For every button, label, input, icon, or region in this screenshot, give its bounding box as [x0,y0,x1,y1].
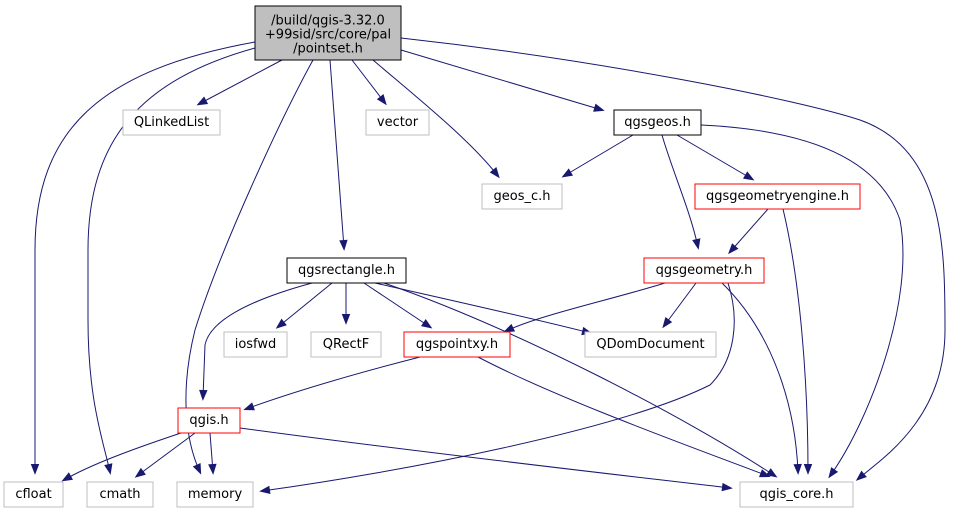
arrowhead-root-to-vector [376,94,387,106]
arrowhead-qgsrectangle-to-iosfwd [275,318,287,329]
node-root-label-line-1: /build/qgis-3.32.0 [271,14,385,29]
edge-root-to-qgsrectangle [329,59,345,249]
arrowhead-qgsgeometry-to-qdomdocument [662,317,673,329]
node-qgsrectangle-label: qgsrectangle.h [298,263,395,278]
edge-qgsrectangle-to-qgis [202,282,313,399]
edge-qgsgeos-to-geos_c [563,134,634,177]
node-qgis-label: qgis.h [189,413,228,428]
node-qgis-core[interactable]: qgis_core.h [739,481,854,508]
edge-qgsgeos-to-qgis_core [700,124,904,477]
arrowhead-qgsgeometry-to-qgis_core [793,463,802,475]
edge-qgsgeometry-to-memory [261,282,735,492]
arrowhead-qgsgeos-to-qgsgeometry [692,238,701,250]
arrowhead-qgspointxy-to-qgis [243,402,255,411]
edge-qgsgeos-to-qgsgeometryengine [676,134,753,180]
node-qgsgeos[interactable]: qgsgeos.h [613,109,702,136]
node-qgsgeometryengine-label: qgsgeometryengine.h [706,189,849,204]
edge-qgsrectangle-to-qdomdocument [374,282,591,334]
node-qgsgeometry-label: qgsgeometry.h [656,263,753,278]
node-qgspointxy[interactable]: qgspointxy.h [403,331,511,358]
node-cmath[interactable]: cmath [86,481,154,508]
arrowhead-root-to-geos_c [489,167,500,179]
node-cfloat[interactable]: cfloat [3,481,64,508]
node-root-label-line-2: +99sid/src/core/pal [265,28,391,43]
node-root-label-line-3: /pointset.h [293,42,363,57]
node-qdomdocument-label: QDomDocument [596,337,704,352]
edge-root-to-cmath [87,47,256,473]
arrowhead-qgis-to-qgis_core [721,482,733,492]
edge-qgsrectangle-to-qgspointxy [363,282,431,328]
node-iosfwd-label: iosfwd [235,337,277,352]
arrowhead-root-to-qgsgeos [593,103,605,112]
edge-root-to-cfloat [34,41,256,472]
arrowhead-root-to-cmath [104,463,113,475]
node-qgis[interactable]: qgis.h [177,407,241,434]
node-memory[interactable]: memory [176,481,254,508]
node-qgsgeos-label: qgsgeos.h [624,115,691,130]
edge-qgsrectangle-to-iosfwd [277,282,333,328]
edge-root-to-vector [351,59,386,104]
arrowhead-qgsgeometry-to-memory [259,485,271,495]
node-qrectf-label: QRectF [323,337,369,352]
node-root-pointset[interactable]: /build/qgis-3.32.0 +99sid/src/core/pal /… [254,5,402,61]
node-qlinkedlist-label: QLinkedList [134,115,209,130]
node-root-box [254,5,402,61]
edge-root-to-geos_c [372,59,499,177]
arrowhead-root-to-qgsrectangle [339,239,348,251]
arrowhead-qgis-to-cfloat [61,472,73,482]
arrowhead-qgsgeometry-to-qgspointxy [503,323,516,333]
node-vector-label: vector [377,115,419,130]
node-qgsrectangle[interactable]: qgsrectangle.h [286,257,407,284]
edge-qgsgeometry-to-qgspointxy [505,282,666,332]
arrowhead-qgspointxy-to-qgis_core [758,469,771,478]
arrowhead-qgsrectangle-to-qgis_core [765,468,778,478]
node-memory-label: memory [188,487,243,502]
edge-root-to-qgis_core [400,37,946,480]
arrowhead-qgsgeos-to-qgis_core [828,467,839,479]
node-cmath-label: cmath [99,487,140,502]
arrowhead-root-to-qlinkedlist [196,96,209,106]
edge-root-to-qlinkedlist [198,59,283,105]
edge-qgis-to-cmath [136,432,196,477]
node-qdomdocument[interactable]: QDomDocument [584,331,717,358]
node-qgspointxy-label: qgspointxy.h [416,337,498,352]
node-qgsgeometryengine[interactable]: qgsgeometryengine.h [694,183,861,210]
node-qgis-core-label: qgis_core.h [760,487,834,502]
edge-qgsgeometryengine-to-qgis_core [782,208,809,473]
edge-root-to-qgsgeos [400,49,603,111]
edge-qgis-to-qgis_core [239,427,731,489]
edge-qgspointxy-to-qgis_core [477,356,769,477]
arrowhead-qgsrectangle-to-qgspointxy [420,319,433,329]
edge-qgsrectangle-to-qgis_core [383,282,776,477]
node-iosfwd[interactable]: iosfwd [223,331,288,358]
edge-qgspointxy-to-qgis [245,356,421,410]
arrowhead-qgis-to-cmath [134,467,146,478]
edge-qgsgeos-to-qgsgeometry [661,134,699,248]
node-qlinkedlist[interactable]: QLinkedList [122,109,221,136]
arrowhead-qgis-to-memory [208,463,217,475]
arrowhead-root-to-memory [192,462,202,475]
arrowhead-root-to-qgis_core [855,470,867,481]
edge-qgsgeometryengine-to-qgsgeometry [729,208,769,253]
arrowhead-qgsrectangle-to-qgis [199,389,208,401]
node-geos-c-label: geos_c.h [494,189,551,204]
node-vector[interactable]: vector [365,109,430,136]
node-qrectf[interactable]: QRectF [310,331,382,358]
arrowhead-qgsgeometryengine-to-qgis_core [803,464,813,475]
arrowhead-root-to-cfloat [30,464,40,475]
edge-qgis-to-cfloat [63,432,182,481]
edges-layer [30,37,946,495]
arrowhead-qgsgeometryengine-to-qgsgeometry [728,243,739,255]
arrowhead-qgsgeos-to-geos_c [561,168,573,178]
node-qgsgeometry[interactable]: qgsgeometry.h [643,257,765,284]
arrowhead-qgsgeos-to-qgsgeometryengine [743,171,755,181]
edge-qgsgeometry-to-qgis_core [721,282,799,473]
edge-qgsgeometry-to-qdomdocument [663,282,697,327]
arrowhead-qgsrectangle-to-qrectf [341,314,351,325]
node-cfloat-label: cfloat [15,487,51,502]
node-geos-c[interactable]: geos_c.h [481,183,563,210]
